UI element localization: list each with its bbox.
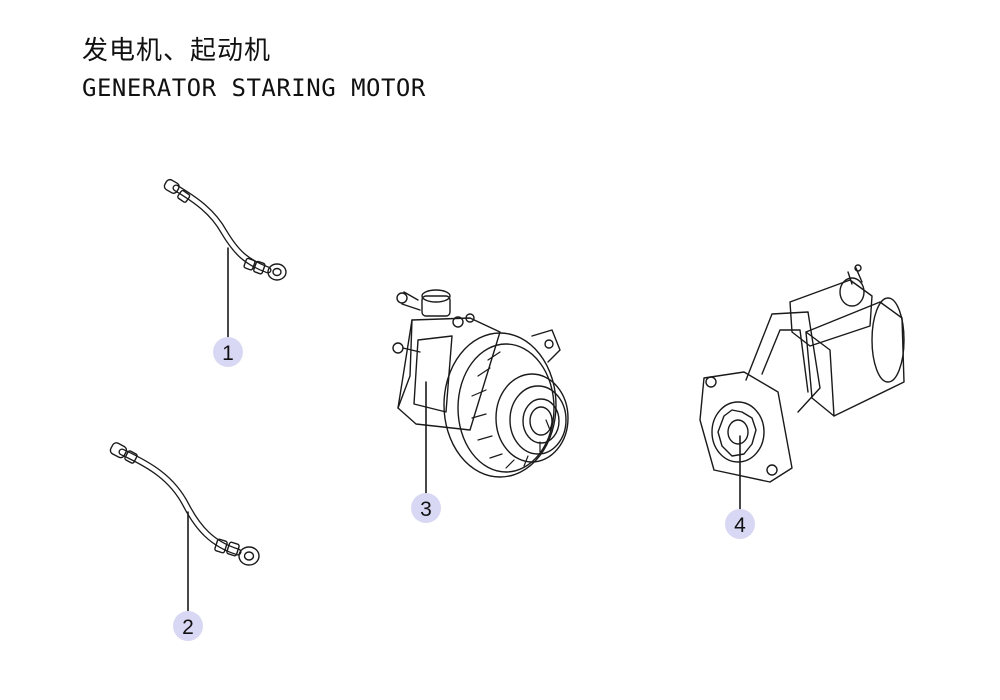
callout-3: 3 [411, 493, 441, 523]
starter-motor [699, 264, 905, 511]
callout-4-label: 4 [734, 514, 746, 537]
callout-1-label: 1 [222, 342, 234, 365]
page-title-chinese: 发电机、起动机 [82, 36, 272, 66]
callout-3-label: 3 [420, 498, 432, 521]
cable-upper [163, 178, 287, 339]
callout-1: 1 [213, 337, 243, 367]
callout-4: 4 [725, 509, 755, 539]
callout-2: 2 [173, 611, 203, 641]
page-title-english: GENERATOR STARING MOTOR [82, 74, 426, 102]
cable-lower [109, 442, 260, 613]
callout-2-label: 2 [182, 616, 194, 639]
alternator [392, 289, 569, 495]
